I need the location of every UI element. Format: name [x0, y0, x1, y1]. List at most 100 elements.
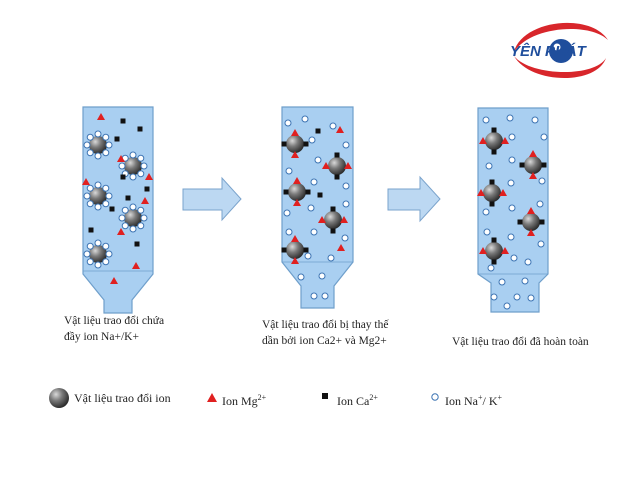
- mg-ion-triangle-icon: [293, 177, 301, 184]
- resin-bead-icon: [483, 184, 501, 202]
- na-ion-circle-icon: [86, 258, 94, 266]
- na-ion-circle-icon: [490, 293, 498, 301]
- legend-resin-label: Vật liệu trao đổi ion: [74, 391, 171, 405]
- legend-na-prefix: Ion Na: [445, 394, 478, 408]
- ca-ion-square-icon: [281, 247, 287, 253]
- ca-ion-square-icon: [303, 247, 309, 253]
- ca-ion-square-icon: [120, 174, 126, 180]
- na-ion-circle-icon: [506, 114, 514, 122]
- ca-ion-square-icon: [330, 206, 336, 212]
- na-ion-circle-icon: [94, 203, 102, 211]
- na-ion-circle-icon: [105, 141, 113, 149]
- legend-mg-label: Ion Mg2+: [222, 391, 266, 408]
- mg-ion-triangle-icon: [477, 189, 485, 196]
- na-ion-circle-icon: [121, 206, 129, 214]
- na-ion-circle-icon: [508, 204, 516, 212]
- na-ion-circle-icon: [318, 272, 326, 280]
- na-ion-circle-icon: [94, 239, 102, 247]
- mg-ion-triangle-icon: [340, 216, 348, 223]
- na-ion-circle-icon: [521, 277, 529, 285]
- na-ion-circle-icon: [297, 273, 305, 281]
- particles-layer: [82, 113, 548, 310]
- ca-ion-square-icon: [489, 179, 495, 185]
- na-ion-circle-icon: [102, 184, 110, 192]
- na-ion-circle-icon: [83, 141, 91, 149]
- na-ion-circle-icon: [285, 228, 293, 236]
- legend-ca-square-icon: [322, 393, 328, 399]
- resin-bead-icon: [522, 213, 540, 231]
- ca-ion-square-icon: [491, 259, 497, 265]
- resin-bead-icon: [89, 245, 107, 263]
- na-ion-circle-icon: [137, 170, 145, 178]
- na-ion-circle-icon: [105, 250, 113, 258]
- legend-ca-charge: 2+: [369, 393, 378, 402]
- caption-stage-1: Vật liệu trao đổi chứa đầy ion Na+/K+: [64, 313, 164, 345]
- legend-na-label: Ion Na+/ K+: [445, 391, 502, 408]
- mg-ion-triangle-icon: [293, 199, 301, 206]
- na-ion-circle-icon: [86, 184, 94, 192]
- na-ion-circle-icon: [304, 252, 312, 260]
- mg-ion-triangle-icon: [501, 247, 509, 254]
- ca-ion-square-icon: [489, 201, 495, 207]
- na-ion-circle-icon: [310, 292, 318, 300]
- logo-text: YÊN PHÁT: [510, 42, 588, 60]
- na-ion-circle-icon: [341, 234, 349, 242]
- ca-ion-square-icon: [109, 206, 115, 212]
- mg-ion-triangle-icon: [82, 178, 90, 185]
- mg-ion-triangle-icon: [336, 126, 344, 133]
- na-ion-circle-icon: [498, 278, 506, 286]
- na-ion-circle-icon: [102, 149, 110, 157]
- ca-ion-square-icon: [303, 141, 309, 147]
- mg-ion-triangle-icon: [501, 137, 509, 144]
- na-ion-circle-icon: [314, 156, 322, 164]
- na-ion-circle-icon: [483, 228, 491, 236]
- na-ion-circle-icon: [140, 162, 148, 170]
- na-ion-circle-icon: [327, 254, 335, 262]
- legend-ca-label: Ion Ca2+: [337, 391, 378, 408]
- caption-stage-2-line-1: Vật liệu trao đổi bị thay thế: [262, 319, 389, 331]
- mg-ion-triangle-icon: [529, 172, 537, 179]
- ca-ion-square-icon: [283, 189, 289, 195]
- na-ion-circle-icon: [283, 209, 291, 217]
- na-ion-circle-icon: [83, 192, 91, 200]
- ca-ion-square-icon: [144, 186, 150, 192]
- resin-bead-icon: [89, 187, 107, 205]
- ca-ion-square-icon: [334, 174, 340, 180]
- na-ion-circle-icon: [129, 151, 137, 159]
- mg-ion-triangle-icon: [291, 257, 299, 264]
- ca-ion-square-icon: [120, 118, 126, 124]
- na-ion-circle-icon: [531, 116, 539, 124]
- ca-ion-square-icon: [330, 228, 336, 234]
- mg-ion-triangle-icon: [97, 113, 105, 120]
- na-ion-circle-icon: [94, 152, 102, 160]
- na-ion-circle-icon: [94, 181, 102, 189]
- resin-bead-icon: [124, 157, 142, 175]
- na-ion-circle-icon: [508, 156, 516, 164]
- na-ion-circle-icon: [86, 133, 94, 141]
- legend-k-charge: +: [497, 393, 503, 402]
- legend-resin-bead-icon: [49, 388, 69, 408]
- mg-ion-triangle-icon: [479, 247, 487, 254]
- process-arrow-2: [387, 175, 441, 223]
- mg-ion-triangle-icon: [291, 235, 299, 242]
- ca-ion-square-icon: [517, 219, 523, 225]
- na-ion-circle-icon: [121, 222, 129, 230]
- resin-bead-icon: [286, 135, 304, 153]
- na-ion-circle-icon: [140, 214, 148, 222]
- na-ion-circle-icon: [513, 293, 521, 301]
- ca-ion-square-icon: [315, 128, 321, 134]
- na-ion-circle-icon: [86, 242, 94, 250]
- caption-stage-1-line-1: Vật liệu trao đổi chứa: [64, 315, 165, 327]
- na-ion-circle-icon: [118, 214, 126, 222]
- resin-bead-icon: [328, 157, 346, 175]
- legend: [49, 388, 439, 408]
- na-ion-circle-icon: [102, 242, 110, 250]
- caption-stage-2: Vật liệu trao đổi bị thay thế dần bởi io…: [262, 317, 388, 349]
- mg-ion-triangle-icon: [117, 155, 125, 162]
- na-ion-circle-icon: [137, 222, 145, 230]
- ca-ion-square-icon: [491, 237, 497, 243]
- ca-ion-square-icon: [334, 152, 340, 158]
- legend-ca-prefix: Ion Ca: [337, 394, 370, 408]
- na-ion-circle-icon: [482, 208, 490, 216]
- mg-ion-triangle-icon: [322, 162, 330, 169]
